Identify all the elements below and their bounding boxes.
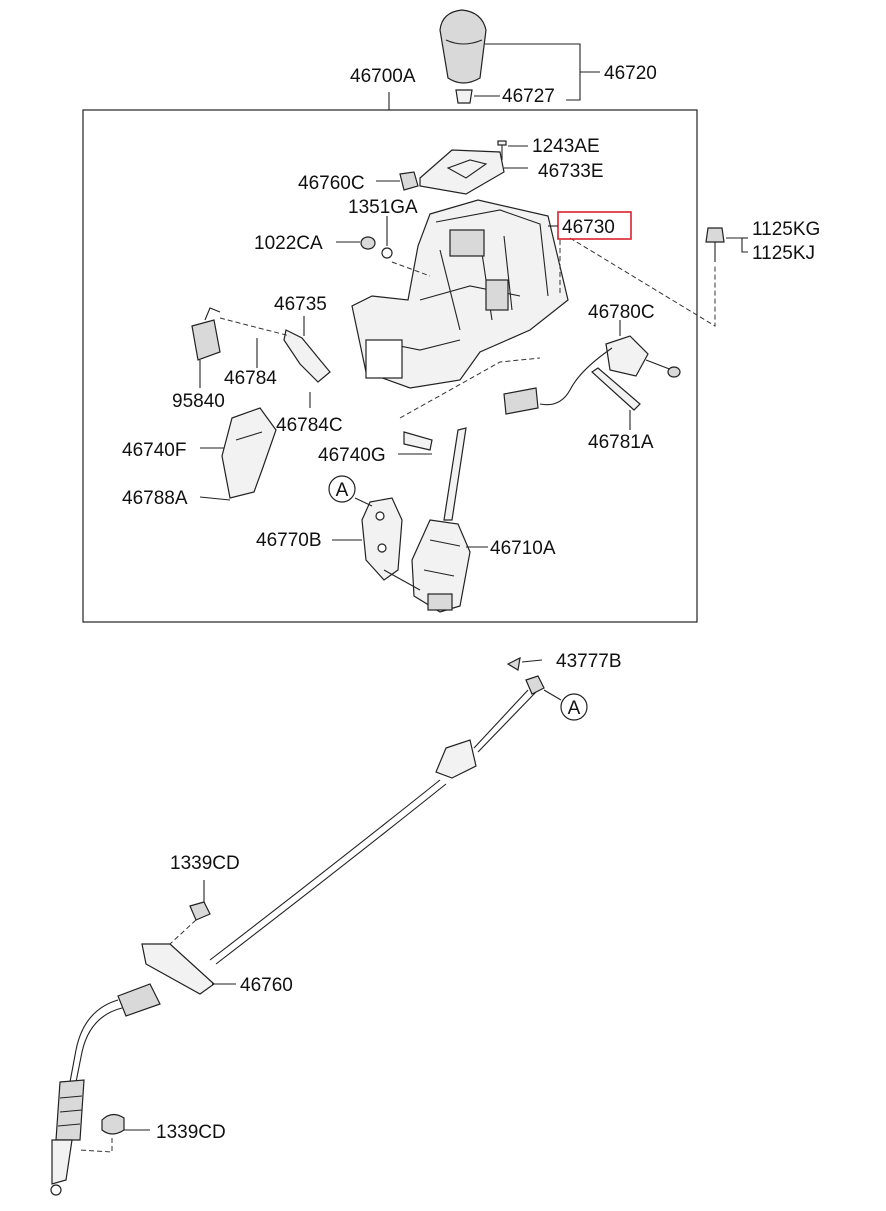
screw-icon[interactable] [497, 140, 507, 160]
label-1339cd-top[interactable]: 1339CD [170, 853, 240, 874]
label-1125kj[interactable]: 1125KJ [752, 243, 815, 264]
reference-a-label: A [568, 698, 581, 719]
spring-icon[interactable] [403, 431, 433, 451]
label-46780c[interactable]: 46780C [588, 302, 655, 323]
label-46710a[interactable]: 46710A [490, 538, 556, 559]
rod-icon[interactable] [591, 367, 641, 411]
label-1339cd-bottom[interactable]: 1339CD [156, 1122, 226, 1143]
label-46735[interactable]: 46735 [274, 294, 327, 315]
screw-icon[interactable] [667, 366, 681, 378]
label-1243ae[interactable]: 1243AE [532, 136, 600, 157]
cable-clip-icon[interactable] [399, 171, 419, 191]
shift-cable-icon[interactable] [50, 675, 545, 1196]
label-46784[interactable]: 46784 [224, 368, 277, 389]
shifter-housing-icon[interactable] [351, 199, 569, 389]
reference-a-callout: A [560, 693, 588, 721]
connector-icon[interactable] [503, 387, 539, 415]
label-43777b[interactable]: 43777B [556, 651, 622, 672]
label-1351ga[interactable]: 1351GA [348, 197, 418, 218]
label-1022ca[interactable]: 1022CA [254, 233, 323, 254]
label-95840[interactable]: 95840 [172, 391, 225, 412]
label-46770b[interactable]: 46770B [256, 530, 322, 551]
label-46727[interactable]: 46727 [502, 86, 555, 107]
label-46730[interactable]: 46730 [562, 217, 615, 238]
label-46700a[interactable]: 46700A [350, 66, 416, 87]
label-46733e[interactable]: 46733E [538, 161, 604, 182]
label-1125kg[interactable]: 1125KG [752, 219, 820, 240]
nut-icon[interactable] [189, 901, 211, 921]
cover-icon[interactable] [221, 407, 277, 499]
knob-bushing-icon[interactable] [455, 89, 473, 104]
bracket-icon[interactable] [361, 497, 403, 581]
shift-lever-icon[interactable] [411, 427, 471, 613]
nut-icon[interactable] [101, 1113, 125, 1135]
label-46740g[interactable]: 46740G [318, 445, 386, 466]
label-46788a[interactable]: 46788A [122, 488, 188, 509]
shift-knob-icon[interactable] [439, 9, 487, 84]
assembly-frame [82, 109, 698, 623]
sensor-icon[interactable] [605, 335, 673, 377]
reference-a-callout: A [328, 475, 356, 503]
reference-a-label: A [336, 480, 349, 501]
switch-icon[interactable] [191, 307, 221, 361]
indicator-plate-icon[interactable] [419, 149, 505, 195]
label-46740f[interactable]: 46740F [122, 440, 186, 461]
cable-clip-icon[interactable] [506, 656, 521, 671]
bolt-icon[interactable] [705, 227, 725, 262]
label-46760[interactable]: 46760 [240, 975, 293, 996]
label-46760c[interactable]: 46760C [298, 173, 365, 194]
washer-icon[interactable] [381, 247, 393, 259]
nut-icon[interactable] [360, 236, 376, 250]
lever-icon[interactable] [283, 329, 331, 383]
label-46781a[interactable]: 46781A [588, 432, 654, 453]
label-46784c[interactable]: 46784C [276, 415, 343, 436]
label-46720[interactable]: 46720 [604, 63, 657, 84]
